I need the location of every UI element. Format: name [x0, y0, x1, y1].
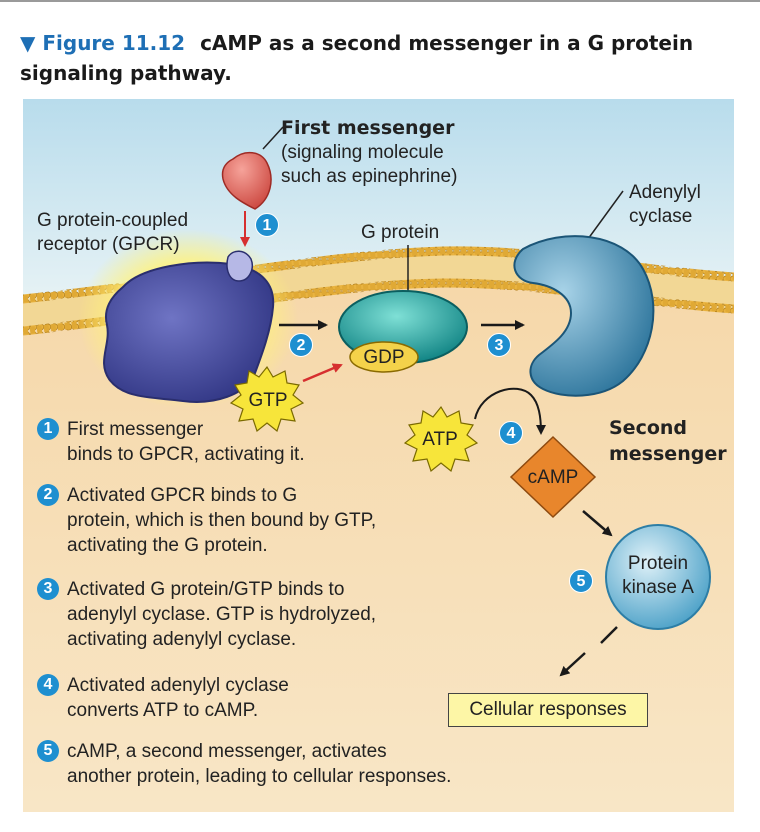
step-4-line-2: converts ATP to cAMP. — [67, 700, 259, 721]
camp-diamond — [509, 435, 597, 519]
cellular-responses-box: Cellular responses — [448, 693, 648, 727]
step-5-line-2: another protein, leading to cellular res… — [67, 766, 452, 787]
cellular-responses-label: Cellular responses — [469, 699, 627, 720]
first-messenger-desc-1: (signaling molecule — [281, 142, 444, 163]
protein-kinase-a-shape — [605, 524, 711, 630]
adenylyl-cyclase-label-1: Adenylyl — [629, 182, 701, 203]
step-5-line-1: cAMP, a second messenger, activates — [67, 741, 387, 762]
step-number-3: 3 — [37, 578, 59, 600]
step-number-5: 5 — [37, 740, 59, 762]
step-number-4: 4 — [37, 674, 59, 696]
figure-title-line1: cAMP as a second messenger in a G protei… — [200, 31, 694, 55]
figure-title-line2: signaling pathway. — [20, 61, 232, 85]
diagram-drawing — [23, 99, 734, 812]
gtp-starburst — [229, 365, 305, 433]
first-messenger-title: First messenger — [281, 117, 455, 139]
step-3-line-1: Activated G protein/GTP binds to — [67, 579, 345, 600]
diagram-panel: First messenger (signaling molecule such… — [23, 99, 734, 812]
step-2-line-2: protein, which is then bound by GTP, — [67, 510, 377, 531]
camp-label: cAMP — [527, 467, 579, 488]
figure-title: ▼ Figure 11.12 cAMP as a second messenge… — [20, 28, 740, 88]
gpcr-label-1: G protein-coupled — [37, 210, 189, 231]
step-1-line-2: binds to GPCR, activating it. — [67, 444, 305, 465]
step-3-line-3: activating adenylyl cyclase. — [67, 629, 297, 650]
step-1-line-1: First messenger — [67, 419, 204, 440]
atp-label: ATP — [422, 429, 458, 450]
triangle-marker-icon: ▼ — [20, 31, 36, 55]
top-rule — [0, 0, 760, 2]
step-2-line-1: Activated GPCR binds to G — [67, 485, 298, 506]
figure-number: Figure 11.12 — [42, 31, 186, 55]
adenylyl-cyclase-label-2: cyclase — [629, 206, 693, 227]
first-messenger-desc-2: such as epinephrine) — [281, 166, 458, 187]
atp-starburst — [403, 405, 479, 473]
diagram-step-badge-5: 5 — [569, 569, 593, 593]
step-4-line-1: Activated adenylyl cyclase — [67, 675, 289, 696]
diagram-step-badge-1: 1 — [255, 213, 279, 237]
signaling-molecule — [221, 151, 272, 210]
gtp-label: GTP — [248, 390, 288, 411]
diagram-step-badge-2: 2 — [289, 333, 313, 357]
gdp-label: GDP — [363, 347, 405, 368]
second-messenger-label-1: Second — [609, 417, 688, 439]
adenylyl-cyclase-shape — [513, 235, 655, 397]
protein-kinase-label-2: kinase A — [622, 577, 694, 598]
protein-kinase-label-1: Protein — [627, 553, 689, 574]
gpcr-label-2: receptor (GPCR) — [37, 234, 180, 255]
g-protein-label: G protein — [361, 222, 440, 243]
diagram-step-badge-4: 4 — [499, 421, 523, 445]
diagram-step-badge-3: 3 — [487, 333, 511, 357]
step-number-1: 1 — [37, 418, 59, 440]
step-2-line-3: activating the G protein. — [67, 535, 268, 556]
step-3-line-2: adenylyl cyclase. GTP is hydrolyzed, — [67, 604, 377, 625]
second-messenger-label-2: messenger — [609, 443, 727, 465]
step-number-2: 2 — [37, 484, 59, 506]
gdp-shape — [349, 341, 419, 373]
